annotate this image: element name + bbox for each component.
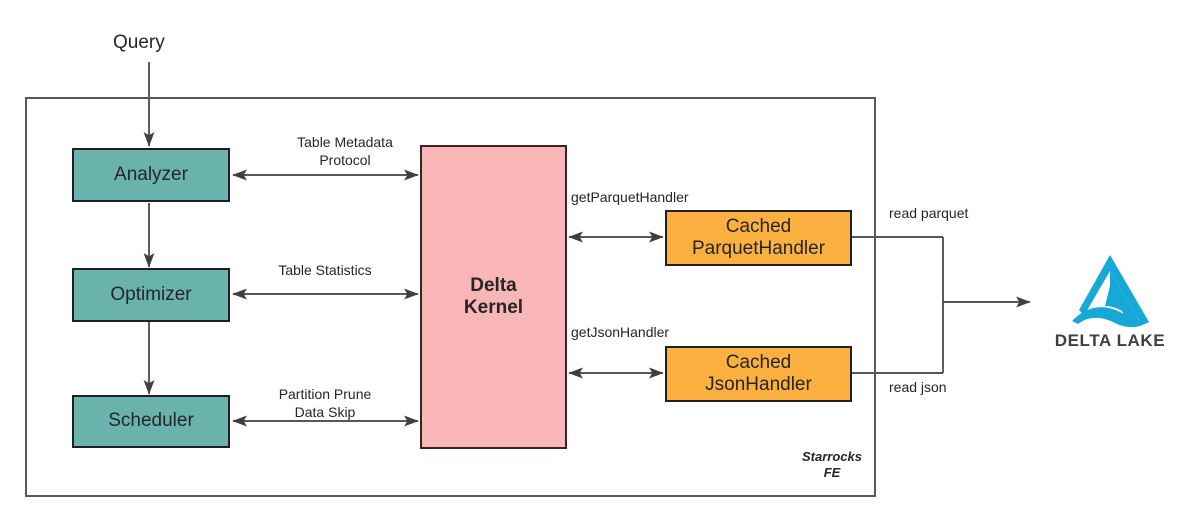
- starrocks-fe-container: Starrocks FE: [25, 97, 876, 497]
- node-cached-parquethandler[interactable]: Cached ParquetHandler: [665, 210, 852, 266]
- node-optimizer[interactable]: Optimizer: [72, 268, 230, 322]
- node-optimizer-label: Optimizer: [110, 283, 192, 305]
- edge-label-get-json-handler: getJsonHandler: [571, 324, 670, 340]
- edge-label-table-statistics: Table Statistics: [278, 262, 372, 278]
- node-delta-kernel[interactable]: Delta Kernel: [420, 145, 567, 449]
- node-analyzer-label: Analyzer: [114, 163, 188, 185]
- node-cached-jsonhandler-label: Cached JsonHandler: [705, 351, 812, 395]
- delta-lake-wordmark: DELTA LAKE: [1054, 331, 1166, 350]
- delta-lake-triangle-wave-icon: [1072, 255, 1149, 328]
- node-scheduler-label: Scheduler: [108, 410, 194, 432]
- edge-label-read-parquet: read parquet: [889, 205, 969, 221]
- node-analyzer[interactable]: Analyzer: [72, 148, 230, 202]
- edge-label-get-parquet-handler: getParquetHandler: [571, 189, 689, 205]
- node-cached-jsonhandler[interactable]: Cached JsonHandler: [665, 346, 852, 402]
- edge-label-table-metadata-protocol: Table Metadata Protocol: [297, 134, 393, 168]
- node-delta-kernel-label: Delta Kernel: [463, 274, 524, 318]
- delta-lake-logo: DELTA LAKE: [1044, 252, 1176, 354]
- edge-label-partition-prune-data-skip: Partition Prune Data Skip: [278, 386, 372, 420]
- query-label: Query: [113, 32, 165, 53]
- node-scheduler[interactable]: Scheduler: [72, 395, 230, 448]
- starrocks-fe-label: Starrocks FE: [802, 448, 862, 480]
- edge-label-read-json: read json: [889, 379, 947, 395]
- node-cached-parquethandler-label: Cached ParquetHandler: [691, 215, 826, 259]
